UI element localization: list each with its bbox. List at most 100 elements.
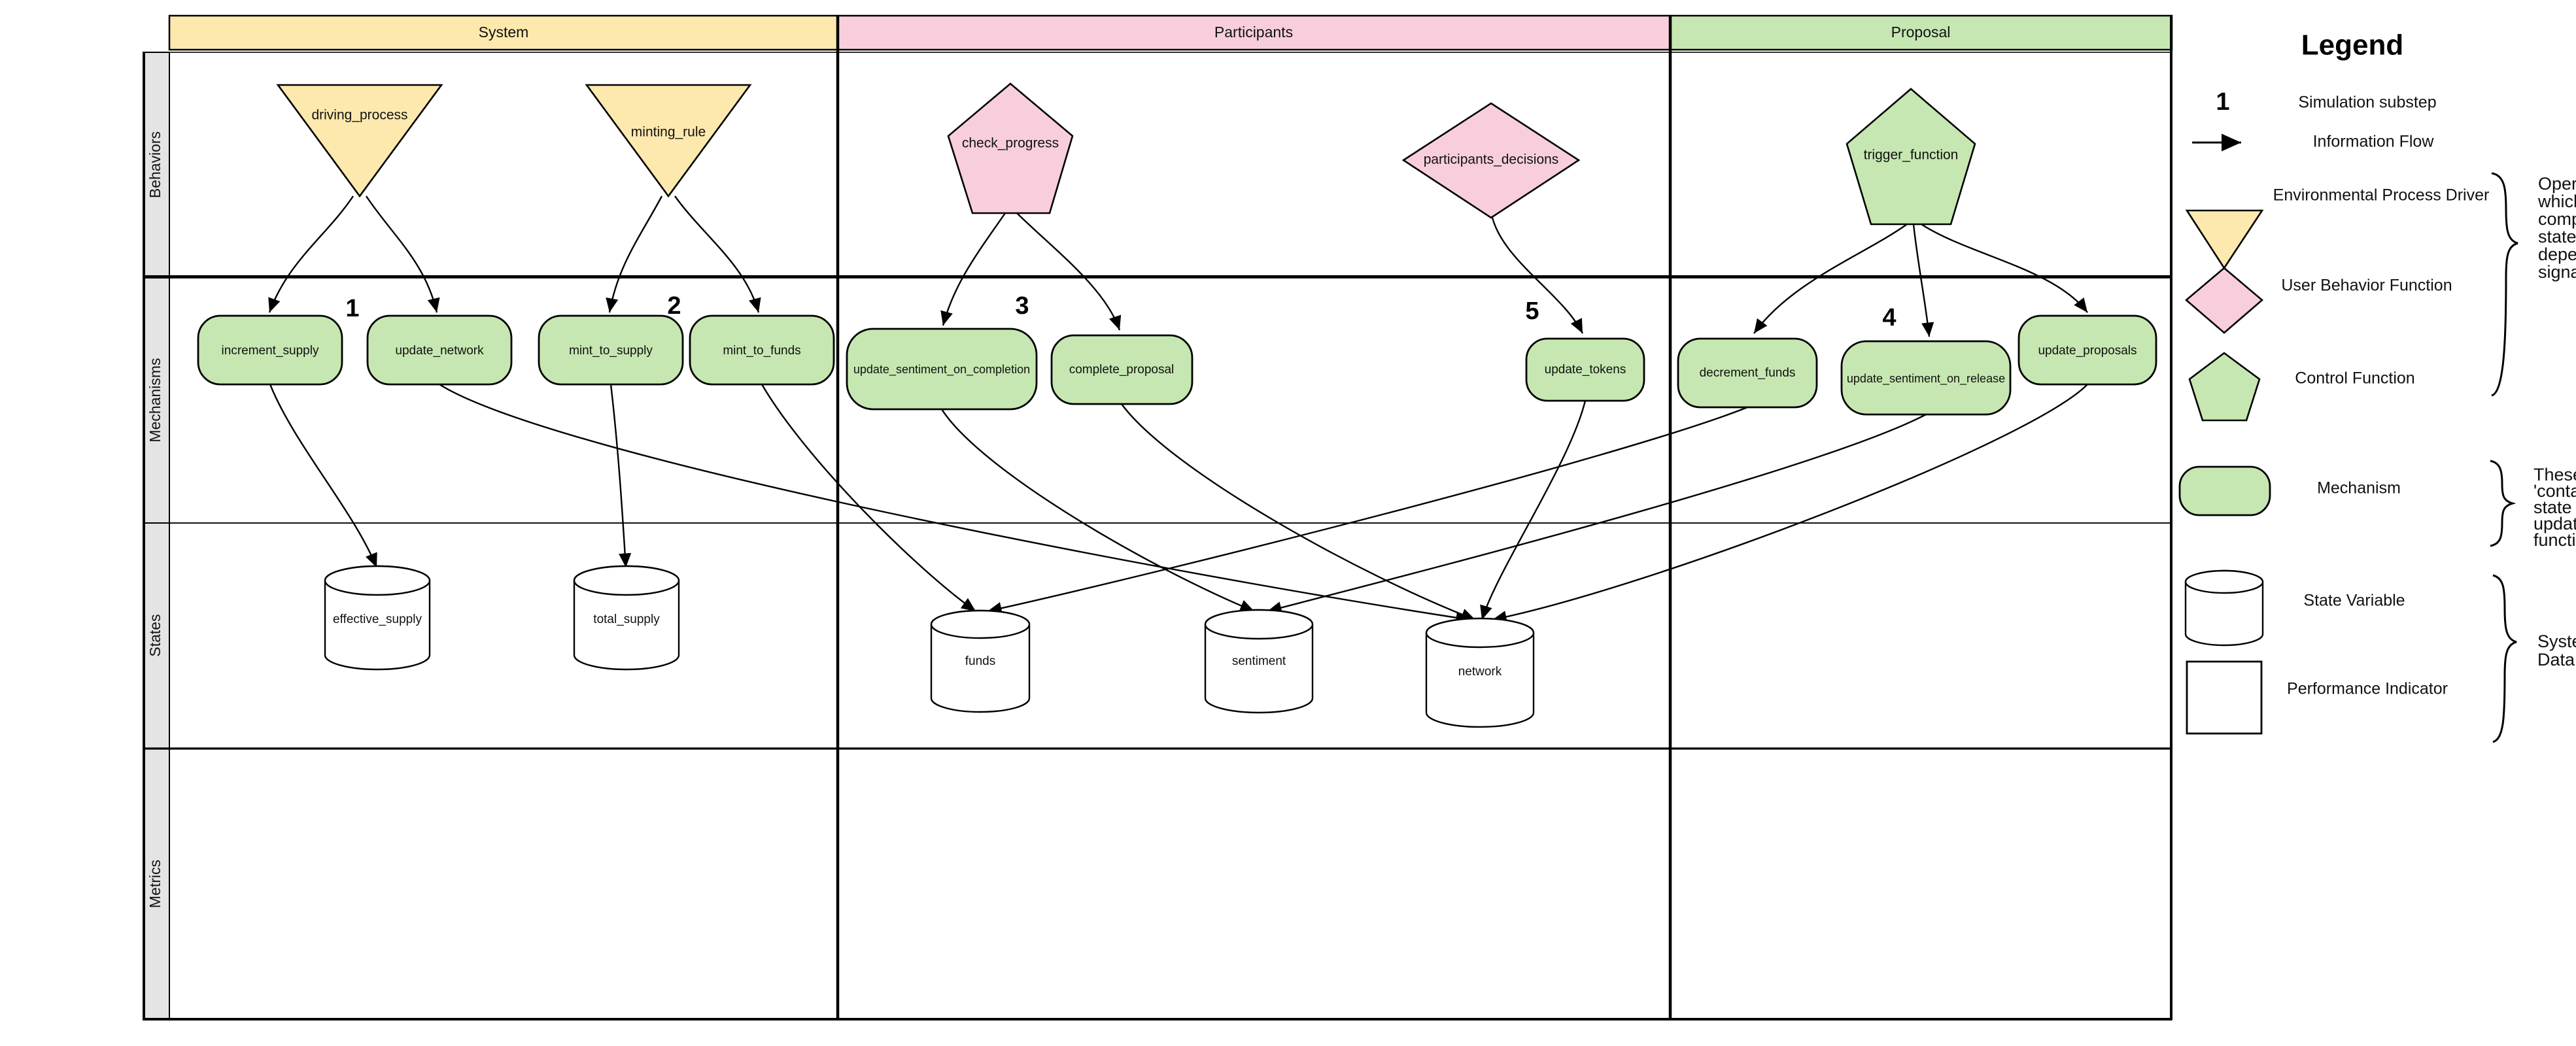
node-trigger_function[interactable]: trigger_function: [1846, 88, 1976, 226]
legend-label: Environmental Process Driver: [2273, 186, 2490, 205]
node-driving_process[interactable]: driving_process: [276, 84, 443, 198]
node-label: effective_supply: [333, 613, 422, 626]
row-label-behaviors: Behaviors: [146, 131, 163, 198]
substep-number-4: 4: [1882, 304, 1896, 331]
node-update_tokens[interactable]: update_tokens: [1525, 337, 1645, 402]
rounded-rect-icon: [1525, 337, 1645, 402]
legend-substep-number: 1: [2216, 88, 2229, 116]
mechanism-nodes: increment_supply update_network mint_to_…: [197, 314, 2157, 416]
edge-update_sentiment_on_release-sentiment: [1267, 413, 1927, 614]
node-mint_to_supply[interactable]: mint_to_supply: [538, 314, 684, 386]
brace-line: signals: [2538, 262, 2576, 282]
column-header-label-proposal: Proposal: [1891, 24, 1951, 41]
brace-line: Data: [2537, 650, 2575, 669]
edge-driving_process-increment_supply: [268, 195, 354, 313]
node-update_sentiment_on_completion[interactable]: update_sentiment_on_completion: [846, 328, 1038, 411]
legend-item-mechanism: Mechanism: [2178, 465, 2401, 516]
edge-check_progress-update_sentiment_on_completion: [940, 212, 1006, 326]
legend-item-environmental-process-driver: Environmental Process Driver: [2185, 186, 2490, 270]
operators-brace: [2491, 172, 2518, 397]
node-label: update_proposals: [2038, 344, 2137, 358]
node-update_proposals[interactable]: update_proposals: [2018, 314, 2157, 386]
square-icon: [2186, 660, 2263, 735]
node-decrement_funds[interactable]: decrement_funds: [1677, 337, 1818, 409]
brace-line: 'contain': [2533, 481, 2576, 501]
legend: Legend 1 Simulation substep Information …: [2178, 29, 2576, 743]
edge-check_progress-complete_proposal: [1016, 212, 1122, 331]
node-participants_decisions[interactable]: participants_decisions: [1401, 102, 1581, 219]
edge-mint_to_supply-total_supply: [610, 384, 632, 568]
node-network[interactable]: network: [1425, 617, 1535, 728]
triangle-down-icon: [585, 84, 752, 198]
cylinder-top: [1204, 609, 1314, 640]
node-update_network[interactable]: update_network: [366, 314, 513, 386]
node-label: complete_proposal: [1069, 363, 1175, 377]
node-label: minting_rule: [631, 125, 706, 140]
legend-braces: [2490, 172, 2518, 743]
column-header-label-system: System: [479, 24, 529, 41]
column-header-participants: [836, 14, 1672, 51]
node-label: network: [1458, 665, 1502, 679]
swimlane-grid: System Participants Proposal Behaviors M…: [143, 14, 2173, 1021]
rounded-rect-icon: [538, 314, 684, 386]
cylinder-top: [930, 609, 1031, 639]
triangle-down-icon: [2185, 209, 2264, 270]
cylinder-top: [1425, 617, 1535, 649]
rounded-rect-icon: [2018, 314, 2157, 386]
edge-update_proposals-network: [1492, 384, 2088, 624]
cylinder-top: [573, 565, 680, 596]
row-label-mechanisms: Mechanisms: [146, 358, 163, 442]
brace-line: which: [2537, 192, 2576, 211]
pentagon-icon: [2188, 352, 2261, 422]
rounded-rect-icon: [2178, 465, 2271, 516]
node-update_sentiment_on_release[interactable]: update_sentiment_on_release: [1840, 340, 2012, 416]
brace-line: depende: [2538, 245, 2576, 264]
edge-update_network-network: [439, 383, 1471, 624]
pentagon-icon: [1846, 88, 1976, 226]
cylinder-top: [2184, 569, 2264, 594]
node-label: sentiment: [1232, 654, 1286, 668]
substep-number-2: 2: [667, 292, 681, 320]
node-effective_supply[interactable]: effective_supply: [324, 565, 431, 671]
node-total_supply[interactable]: total_supply: [573, 565, 680, 671]
edge-update_tokens-network: [1480, 400, 1587, 620]
legend-label: Mechanism: [2317, 479, 2401, 498]
node-label: mint_to_supply: [569, 344, 653, 358]
substep-numbers: 1 2 3 5 4: [345, 292, 1896, 331]
brace-line: state: [2533, 498, 2572, 517]
edge-update_sentiment_on_completion-sentiment: [940, 409, 1255, 613]
legend-item-state-variable: State Variable: [2184, 569, 2405, 647]
legend-item-user-behavior-function: User Behavior Function: [2184, 267, 2452, 334]
node-check_progress[interactable]: check_progress: [947, 82, 1074, 214]
node-mint_to_funds[interactable]: mint_to_funds: [689, 314, 835, 386]
edge-trigger_function-decrement_funds: [1753, 224, 1908, 334]
brace-line: state: [2538, 227, 2576, 246]
edge-mint_to_funds-funds: [761, 384, 976, 612]
node-funds[interactable]: funds: [930, 609, 1031, 713]
behavior-nodes: driving_process minting_rule check_progr…: [276, 82, 1976, 226]
node-increment_supply[interactable]: increment_supply: [197, 314, 343, 386]
node-label: update_sentiment_on_completion: [853, 363, 1030, 377]
legend-label: User Behavior Function: [2281, 277, 2452, 295]
edge-trigger_function-update_proposals: [1921, 223, 2088, 313]
node-complete_proposal[interactable]: complete_proposal: [1050, 334, 1194, 405]
column-header-label-participants: Participants: [1214, 24, 1293, 41]
node-minting_rule[interactable]: minting_rule: [585, 84, 752, 198]
edge-decrement_funds-funds: [987, 406, 1748, 615]
diamond-icon: [2184, 267, 2264, 334]
row-label-metrics: Metrics: [146, 860, 163, 908]
system-data-brace-text: System Data: [2537, 632, 2576, 669]
brace-line: These: [2533, 465, 2576, 484]
node-sentiment[interactable]: sentiment: [1204, 609, 1314, 714]
state-update-brace-text: These 'contain' state update functions: [2533, 465, 2576, 550]
cylinder-top: [324, 565, 431, 596]
node-label: driving_process: [311, 108, 407, 123]
edges-behavior-to-mechanism: [268, 195, 2088, 337]
pentagon-icon: [947, 82, 1074, 214]
diamond-icon: [1401, 102, 1581, 219]
rounded-rect-icon: [197, 314, 343, 386]
substep-number-1: 1: [345, 295, 359, 322]
edges-mechanism-to-state: [269, 383, 2088, 624]
edge-complete_proposal-network: [1121, 403, 1476, 621]
